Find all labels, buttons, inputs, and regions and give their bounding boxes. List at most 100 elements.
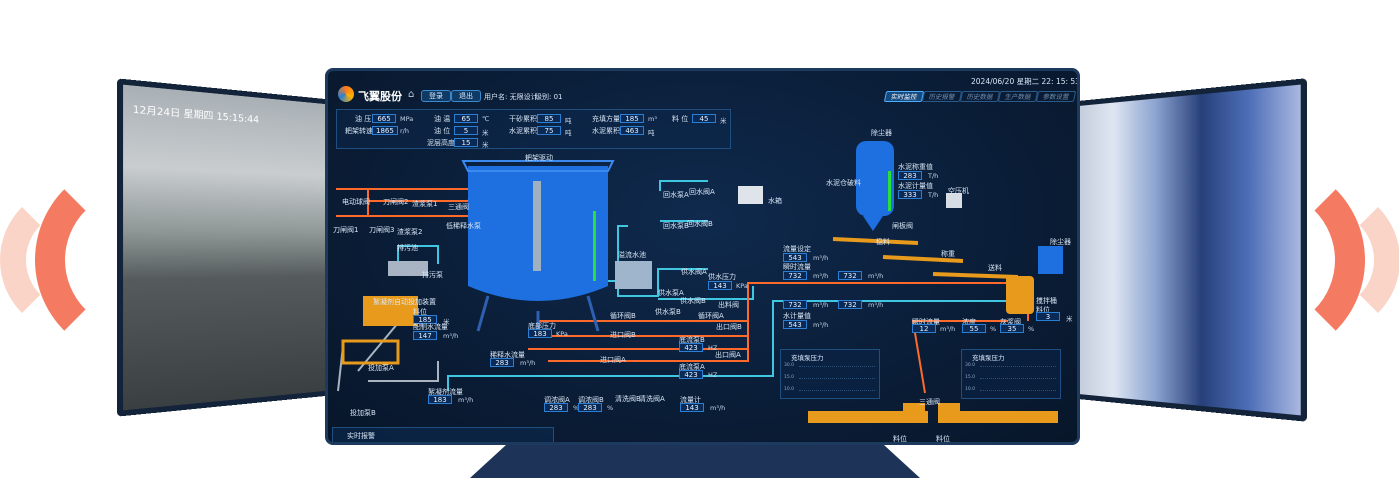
datetime: 2024/06/20 星期二 22: 15: 53: [971, 77, 1080, 86]
flow-right2-unit: m³/h: [868, 301, 884, 309]
return-valve-b-label[interactable]: 回水阀B: [687, 220, 713, 228]
discharge-valve-label[interactable]: 出料阀: [718, 301, 739, 309]
return-pump-a-label[interactable]: 回水泵A: [663, 191, 689, 199]
knife-valve1-label[interactable]: 刀闸阀1: [333, 226, 359, 234]
dosing-pump-a-label[interactable]: 投加泵A: [368, 364, 394, 372]
electric-ball-valve-label[interactable]: 电动球阀: [342, 198, 370, 206]
supply-valve-b-label[interactable]: 供水阀B: [680, 297, 706, 305]
camera-feed-right[interactable]: [1068, 78, 1307, 422]
slurry-valve-value: 35: [1000, 324, 1024, 333]
adjust-b-unit: %: [607, 404, 614, 412]
prep-water-label: 配制水流量: [413, 323, 448, 331]
supply-pressure-unit: KPa: [736, 282, 748, 290]
dry-sand-label: 干砂累积: [509, 115, 537, 123]
chart-tick: 10.0: [965, 387, 976, 392]
dry-sand-value: 85: [537, 114, 561, 123]
water-meter-label: 水计量值: [783, 312, 811, 320]
air-compressor-shape: [946, 193, 962, 208]
brand-name: 飞翼股份: [358, 90, 402, 103]
mixer-level-value: 3: [1036, 312, 1060, 321]
dilution-pump-label[interactable]: 低稀释水泵: [446, 222, 481, 230]
slurry-valve-label: 灰浆阀: [1000, 318, 1021, 326]
alarm-panel[interactable]: 实时报警: [332, 427, 554, 442]
water-meter-unit: m³/h: [813, 321, 829, 329]
flow-set-unit: m³/h: [813, 254, 829, 262]
water-meter-value: 543: [783, 320, 807, 329]
dosing-pump-frame: [341, 339, 400, 365]
wash-valve-a-label[interactable]: 清洗阀A: [639, 395, 665, 403]
user-name: 用户名: 无限设计: [484, 93, 538, 101]
outlet-valve-a-label[interactable]: 出口阀A: [715, 351, 741, 359]
stabilize-label: 稳料: [876, 238, 890, 246]
chart-tick: 10.0: [784, 387, 795, 392]
monitor-stand: [470, 445, 920, 478]
oil-temp-value: 65: [454, 114, 478, 123]
knife-valve2-label[interactable]: 刀闸阀2: [383, 198, 409, 206]
dust-collector-shape: [1038, 246, 1063, 274]
mix-flow-unit: m³/h: [940, 325, 956, 333]
knife-valve3-label[interactable]: 刀闸阀3: [369, 226, 395, 234]
inlet-valve-b-label[interactable]: 进口阀B: [610, 331, 636, 339]
process-diagram: [336, 141, 1063, 423]
flow-right1-value: 732: [838, 271, 862, 280]
stats-panel: 油 压 665 MPa 耙架转速 1865 r/h 油 温 65 ℃ 油 位 5…: [336, 109, 731, 149]
three-way-valve2-label[interactable]: 三通阀: [919, 398, 940, 406]
flocculant-device-label: 絮凝剂自动投加装置: [373, 298, 436, 306]
cement-total-unit: 吨: [565, 129, 572, 137]
fill-volume-label: 充填方量: [592, 115, 620, 123]
sewage-pool-label: 排污池: [397, 244, 418, 252]
oil-temp-label: 油 温: [434, 115, 451, 123]
slurry-pump1-label[interactable]: 渣浆泵1: [412, 200, 438, 208]
supply-pump-a-label[interactable]: 供水泵A: [658, 289, 684, 297]
floc-level-value: 185: [413, 315, 437, 324]
dilution-flow-label: 稀释水流量: [490, 351, 525, 359]
oil-pressure-value: 665: [372, 114, 396, 123]
chart-tick: 15.0: [965, 375, 976, 380]
inlet-valve-a-label[interactable]: 进口阀A: [600, 356, 626, 364]
outlet-valve-b-label[interactable]: 出口阀B: [716, 323, 742, 331]
circ-valve-a-label[interactable]: 循环阀A: [698, 312, 724, 320]
water-tank-label: 水箱: [768, 197, 782, 205]
adjust-b-value: 283: [578, 403, 602, 412]
camera-feed-left[interactable]: 12月24日 星期四 15:15:44: [117, 78, 335, 417]
circ-valve-b-label[interactable]: 循环阀B: [610, 312, 636, 320]
dilution-flow-value: 283: [490, 358, 514, 367]
slurry-pump2-label[interactable]: 渣浆泵2: [397, 228, 423, 236]
supply-valve-a-label[interactable]: 供水阀A: [681, 268, 707, 276]
fill-pumps: [808, 403, 1058, 423]
rake-speed-value: 1865: [372, 126, 398, 135]
fill-pump-pressure-chart-left: 充填泵压力 30.0 15.0 10.0: [780, 349, 880, 399]
user-level: 级别: 01: [535, 93, 563, 101]
wash-valve-b-label[interactable]: 清洗阀B: [615, 395, 641, 403]
supply-pipe: [657, 180, 754, 300]
dosing-pump-b-label[interactable]: 投加泵B: [350, 409, 376, 417]
return-valve-a-label[interactable]: 回水阀A: [689, 188, 715, 196]
gate-valve-label[interactable]: 闸板阀: [892, 222, 913, 230]
login-button[interactable]: 登录: [421, 90, 451, 102]
rake-drive-label: 耙架驱动: [525, 154, 553, 162]
oil-temp-unit: ℃: [482, 115, 490, 123]
oil-pressure-unit: MPa: [400, 115, 414, 123]
inst-flow-unit: m³/h: [813, 272, 829, 280]
flow-left2-value: 732: [783, 300, 807, 309]
rake-speed-label: 耙架转速: [345, 127, 373, 135]
adjust-a-unit: %: [573, 404, 580, 412]
prep-water-value: 147: [413, 331, 437, 340]
flowmeter-label: 流量计: [680, 396, 701, 404]
home-icon[interactable]: ⌂: [408, 89, 415, 100]
mixer-level-label: 料位: [1036, 306, 1050, 314]
mixer-label: 搅拌桶: [1036, 297, 1057, 305]
flowmeter-unit: m³/h: [710, 404, 726, 412]
floc-flow-value: 183: [428, 395, 452, 404]
underflow-pipe: [528, 282, 1029, 362]
sewage-pump-label[interactable]: 排污泵: [422, 271, 443, 279]
slurry-valve-unit: %: [1028, 325, 1035, 333]
inst-flow-value: 732: [783, 271, 807, 280]
return-pump-b-label[interactable]: 回水泵B: [663, 222, 689, 230]
three-way-valve-label[interactable]: 三通阀: [448, 203, 469, 211]
supply-pump-b-label[interactable]: 供水泵B: [655, 308, 681, 316]
logout-button[interactable]: 退出: [451, 90, 481, 102]
cement-weigh-unit: T/h: [928, 172, 939, 180]
inst-flow-label: 瞬时流量: [783, 263, 811, 271]
fill-volume-unit: m³: [648, 115, 657, 123]
